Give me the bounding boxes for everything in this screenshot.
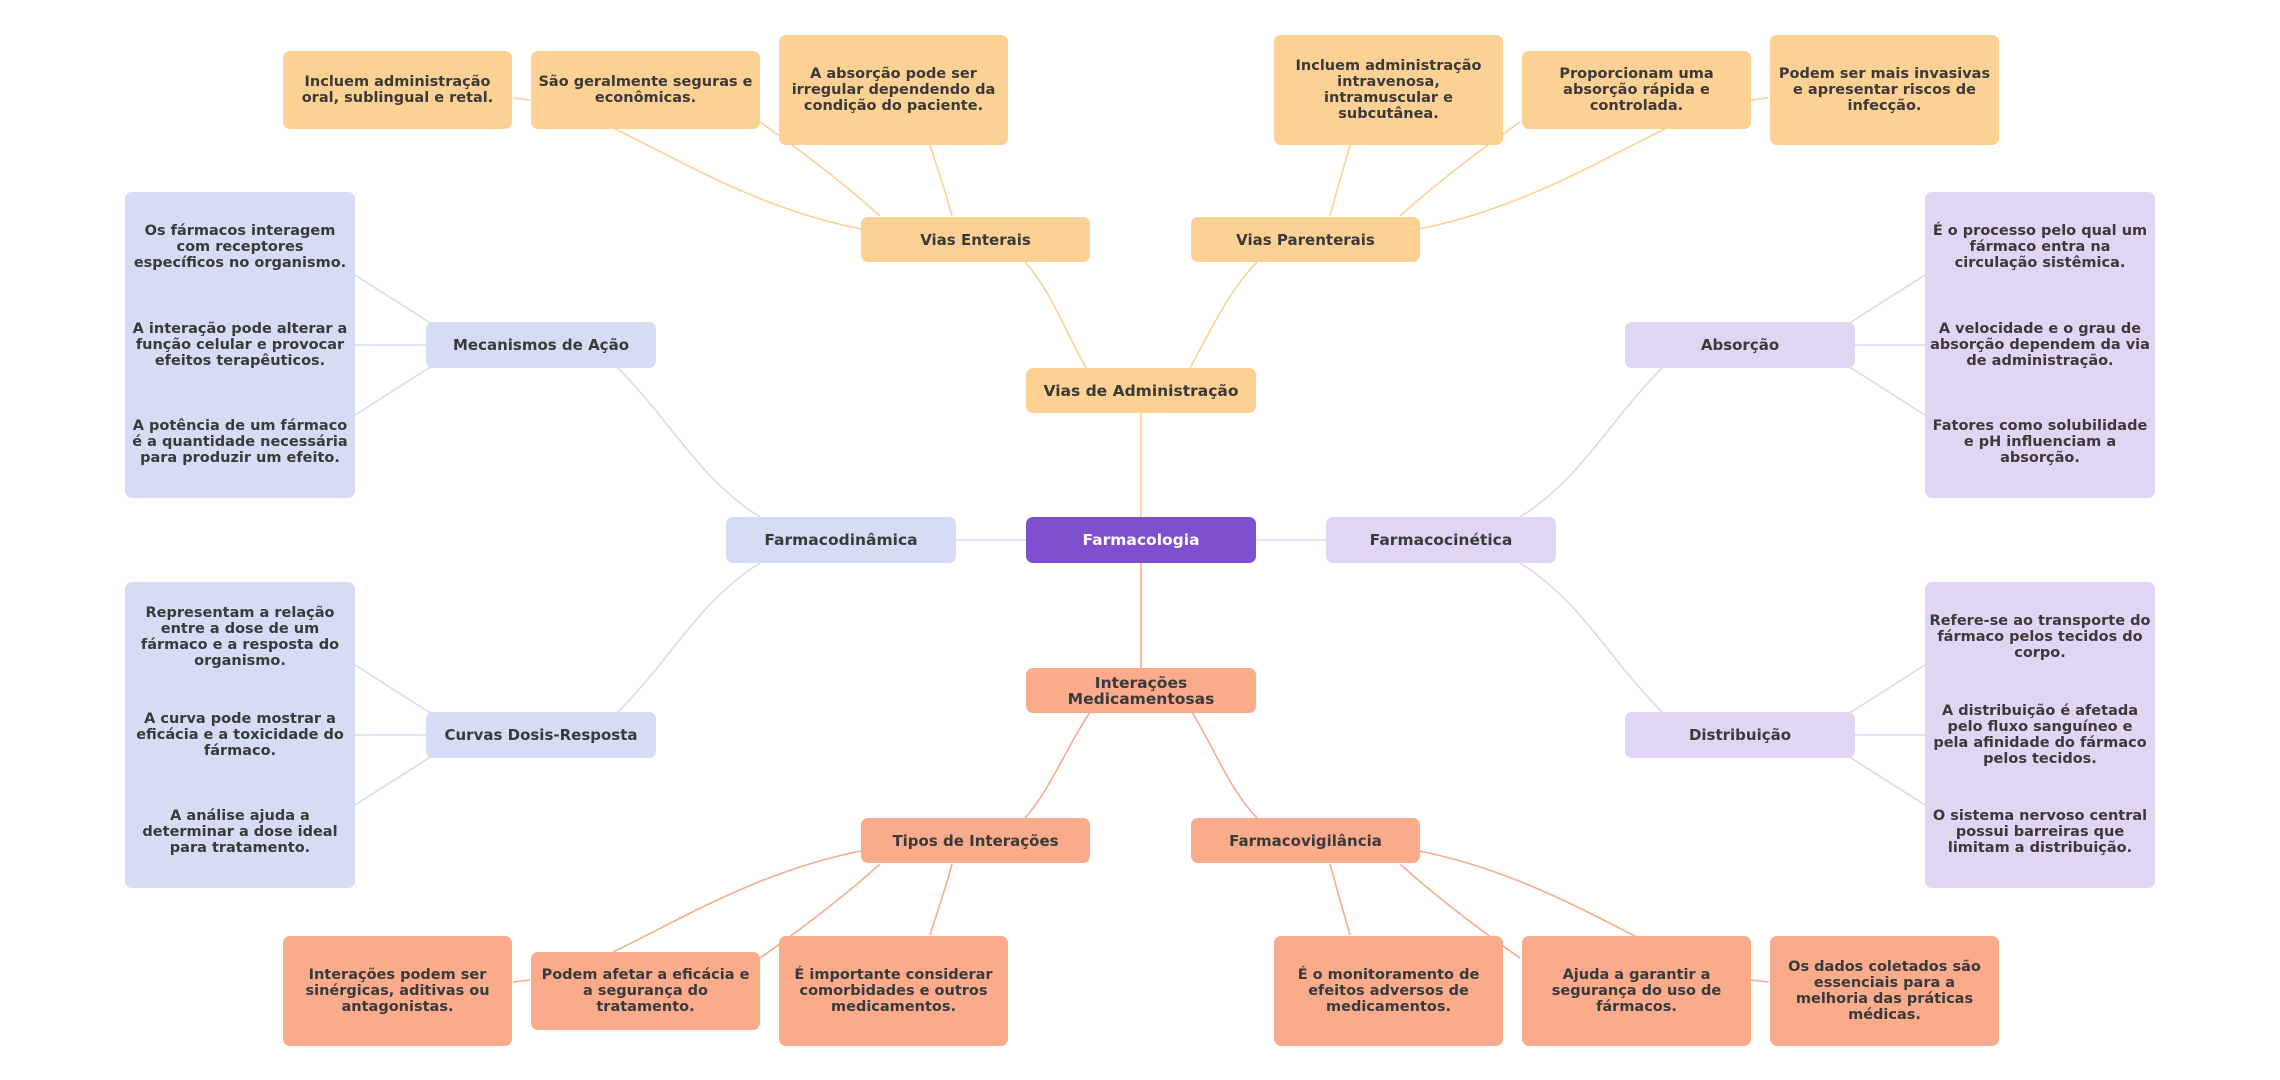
edge-distribuicao-1 xyxy=(1847,664,1926,715)
edge-farmacovigilancia-1 xyxy=(1329,863,1351,936)
edge-tipos-3 xyxy=(929,863,953,936)
mecanismos-acao-item-2: A interação pode alterar a função celula… xyxy=(132,321,348,369)
mecanismos-acao-node[interactable]: Mecanismos de Ação xyxy=(426,322,656,368)
edge-farmacovigilancia-3b xyxy=(1750,979,1769,983)
edge-absorcao-3 xyxy=(1847,365,1926,416)
absorcao-item-1: É o processo pelo qual um fármaco entra … xyxy=(1932,223,2148,271)
distribuicao-item-2: A distribuição é afetada pelo fluxo sang… xyxy=(1933,703,2147,767)
farmacocinetica-node[interactable]: Farmacocinética xyxy=(1326,517,1556,563)
edge-enterais-2 xyxy=(759,121,881,217)
curvas-dose-resposta-node[interactable]: Curvas Dosis-Resposta xyxy=(426,712,656,758)
vias-parenterais-item-2: Proporcionam uma absorção rápida e contr… xyxy=(1522,51,1751,129)
mecanismos-acao-column xyxy=(125,192,355,498)
vias-parenterais-node[interactable]: Vias Parenterais xyxy=(1191,217,1420,262)
farmacovigilancia-item-1: É o monitoramento de efeitos adversos de… xyxy=(1274,936,1503,1046)
farmacodinamica-node[interactable]: Farmacodinâmica xyxy=(726,517,956,563)
edge-enterais-1 xyxy=(612,127,867,231)
farmacovigilancia-item-2: Ajuda a garantir a segurança do uso de f… xyxy=(1522,936,1751,1046)
distribuicao-column xyxy=(1925,582,2155,888)
distribuicao-item-1: Refere-se ao transporte do fármaco pelos… xyxy=(1929,613,2151,661)
tipos-interacoes-node[interactable]: Tipos de Interações xyxy=(861,818,1090,863)
edge-interacoes-tipos xyxy=(1024,711,1091,819)
edge-vias-parenterais xyxy=(1189,261,1258,369)
edge-tipos-2 xyxy=(759,863,881,959)
vias-parenterais-item-1: Incluem administração intravenosa, intra… xyxy=(1274,35,1503,145)
vias-parenterais-item-3: Podem ser mais invasivas e apresentar ri… xyxy=(1770,35,1999,145)
edge-enterais-3 xyxy=(929,144,953,217)
interacoes-node[interactable]: Interações Medicamentosas xyxy=(1026,668,1256,713)
curvas-dose-resposta-column xyxy=(125,582,355,888)
farmacovigilancia-node[interactable]: Farmacovigilância xyxy=(1191,818,1420,863)
edge-mecanismos-3 xyxy=(354,365,433,416)
root-node[interactable]: Farmacologia xyxy=(1026,517,1256,563)
edge-parenterais-3b xyxy=(1750,97,1769,101)
curvas-dose-resposta-item-3: A análise ajuda a determinar a dose idea… xyxy=(142,808,338,856)
edge-curvas-1 xyxy=(354,664,433,715)
vias-enterais-item-2: São geralmente seguras e econômicas. xyxy=(531,51,760,129)
edge-mecanismos-1 xyxy=(354,274,433,325)
edge-enterais-1b xyxy=(512,97,531,101)
edge-farmacovigilancia-2 xyxy=(1399,863,1521,959)
edge-curvas-3 xyxy=(354,755,433,806)
edge-absorcao-1 xyxy=(1847,274,1926,325)
edge-vias-enterais xyxy=(1024,261,1087,369)
edge-parenterais-1 xyxy=(1329,144,1351,217)
edge-fd-curvas xyxy=(617,562,761,713)
distribuicao-item-3: O sistema nervoso central possui barreir… xyxy=(1932,808,2148,856)
mecanismos-acao-item-1: Os fármacos interagem com receptores esp… xyxy=(133,223,347,271)
vias-enterais-item-3: A absorção pode ser irregular dependendo… xyxy=(779,35,1008,145)
edge-fc-absorcao xyxy=(1519,367,1663,518)
edge-tipos-1b xyxy=(512,979,531,983)
absorcao-column xyxy=(1925,192,2155,498)
edge-tipos-1 xyxy=(612,849,867,953)
tipos-interacoes-item-3: É importante considerar comorbidades e o… xyxy=(779,936,1008,1046)
edge-parenterais-2 xyxy=(1399,121,1521,217)
farmacovigilancia-item-3: Os dados coletados são essenciais para a… xyxy=(1770,936,1999,1046)
curvas-dose-resposta-item-2: A curva pode mostrar a eficácia e a toxi… xyxy=(136,711,344,759)
tipos-interacoes-item-1: Interações podem ser sinérgicas, aditiva… xyxy=(283,936,512,1046)
curvas-dose-resposta-item-1: Representam a relação entre a dose de um… xyxy=(140,605,340,669)
edge-fc-distribuicao xyxy=(1519,562,1663,713)
edge-distribuicao-3 xyxy=(1847,755,1926,806)
absorcao-item-3: Fatores como solubilidade e pH influenci… xyxy=(1932,418,2148,466)
mecanismos-acao-item-3: A potência de um fármaco é a quantidade … xyxy=(132,418,348,466)
absorcao-node[interactable]: Absorção xyxy=(1625,322,1855,368)
edge-interacoes-farmacovigilancia xyxy=(1191,711,1258,819)
vias-node[interactable]: Vias de Administração xyxy=(1026,368,1256,413)
absorcao-item-2: A velocidade e o grau de absorção depend… xyxy=(1930,321,2150,369)
vias-enterais-item-1: Incluem administração oral, sublingual e… xyxy=(283,51,512,129)
tipos-interacoes-item-2: Podem afetar a eficácia e a segurança do… xyxy=(531,952,760,1030)
distribuicao-node[interactable]: Distribuição xyxy=(1625,712,1855,758)
edge-fd-mecanismos xyxy=(617,367,761,518)
vias-enterais-node[interactable]: Vias Enterais xyxy=(861,217,1090,262)
edge-parenterais-3 xyxy=(1413,127,1668,231)
